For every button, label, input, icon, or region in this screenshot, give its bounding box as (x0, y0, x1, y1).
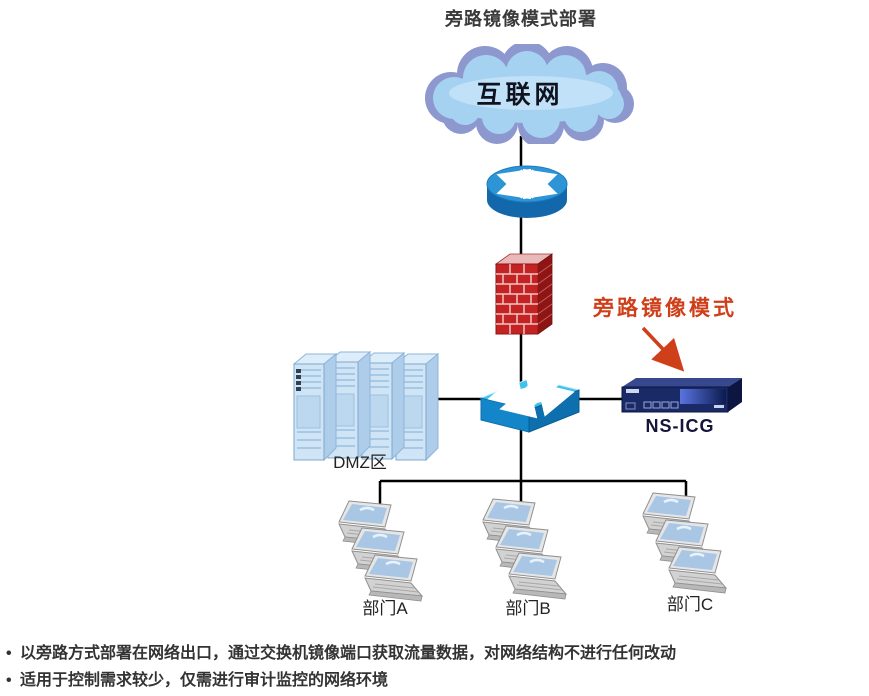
laptop-group-icon (481, 498, 568, 601)
department-a-label: 部门A (362, 599, 408, 618)
firewall-icon (494, 253, 554, 335)
note-line: • 以旁路方式部署在网络出口，通过交换机镜像端口获取流量数据，对网络结构不进行任… (6, 640, 866, 667)
appliance-label: NS-ICG (645, 416, 715, 436)
ns-icg-appliance-icon (621, 378, 742, 413)
internet-label: 互联网 (476, 81, 564, 109)
switch-icon (479, 372, 581, 433)
laptop-group-icon (337, 500, 424, 603)
internet-cloud-icon (425, 44, 634, 144)
note-text: 适用于控制需求较少，仅需进行审计监控的网络环境 (20, 672, 389, 689)
router-icon (486, 165, 568, 218)
department-c-label: 部门C (666, 595, 714, 614)
bullet-marker: • (6, 672, 12, 689)
laptop-group-icon (641, 492, 728, 595)
mirror-mode-label: 旁路镜像模式 (593, 297, 737, 320)
note-line: • 适用于控制需求较少，仅需进行审计监控的网络环境 (6, 667, 866, 694)
notes-block: • 以旁路方式部署在网络出口，通过交换机镜像端口获取流量数据，对网络结构不进行任… (6, 640, 866, 694)
page-title: 旁路镜像模式部署 (445, 9, 597, 29)
dmz-label: DMZ区 (333, 453, 387, 472)
department-b-label: 部门B (505, 599, 551, 618)
mirror-mode-arrow-icon (641, 326, 685, 372)
note-text: 以旁路方式部署在网络出口，通过交换机镜像端口获取流量数据，对网络结构不进行任何改… (20, 645, 677, 662)
dmz-servers-icon (293, 351, 439, 461)
bullet-marker: • (6, 645, 12, 662)
